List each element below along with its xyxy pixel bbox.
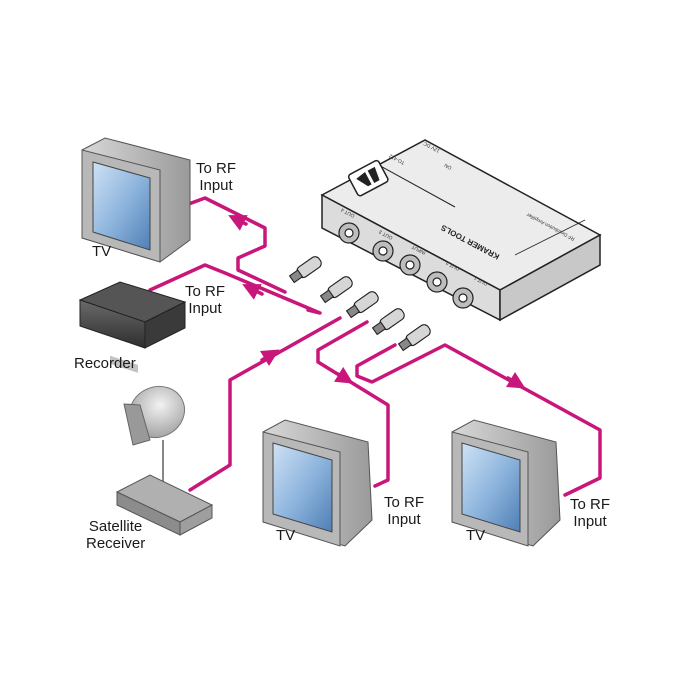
tv-mid-icon: [262, 419, 373, 547]
tv-right-icon: [451, 419, 561, 547]
bnc-out1: [452, 287, 474, 309]
port-label-line2: Input: [199, 177, 233, 194]
label-line2: Receiver: [86, 535, 146, 552]
port-label-line1: To RF: [570, 496, 611, 513]
cable-tv-top-arrow: [228, 215, 248, 231]
cable-recorder: [148, 263, 322, 315]
label-line1: Satellite: [88, 518, 143, 535]
cable-satellite-arrow: [259, 349, 280, 367]
port-label-line1: To RF: [196, 160, 237, 177]
cable-satellite: [188, 316, 342, 492]
recorder-label: Recorder: [74, 355, 136, 372]
cable-tv-right-arrow: [505, 371, 526, 389]
tv-right-port-label: To RF Input: [570, 496, 610, 530]
bnc-input: [399, 254, 421, 276]
port-label-line1: To RF: [384, 494, 425, 511]
satellite-receiver-icon: [115, 385, 214, 536]
cable-tv-top: [184, 196, 287, 294]
bnc-out3: [372, 240, 394, 262]
port-label-line2: Input: [387, 511, 421, 528]
satellite-receiver-label: Satellite Receiver: [86, 518, 145, 552]
cable-tv-right: [355, 343, 602, 497]
tv-right-label: TV: [466, 527, 486, 544]
tv-top-label: TV: [92, 243, 112, 260]
port-label-line2: Input: [573, 513, 607, 530]
recorder-port-label: To RF Input: [185, 283, 225, 317]
tv-mid-port-label: To RF Input: [384, 494, 424, 528]
port-label-line1: To RF: [185, 283, 226, 300]
recorder-icon: [78, 281, 187, 373]
bnc-out2: [426, 271, 448, 293]
bnc-connectors: [338, 222, 474, 309]
cable-recorder-arrow: [242, 284, 264, 300]
device-on-label: ON: [443, 162, 453, 171]
bnc-out4: [338, 222, 360, 244]
port-label-line2: Input: [188, 300, 222, 317]
cable-tv-mid-arrow: [333, 366, 354, 384]
tv-mid-label: TV: [276, 527, 296, 544]
tv-top-icon: [81, 137, 191, 263]
cable-plugs: [288, 256, 431, 352]
kramer-logo: [347, 159, 389, 197]
tv-top-port-label: To RF Input: [196, 160, 236, 194]
